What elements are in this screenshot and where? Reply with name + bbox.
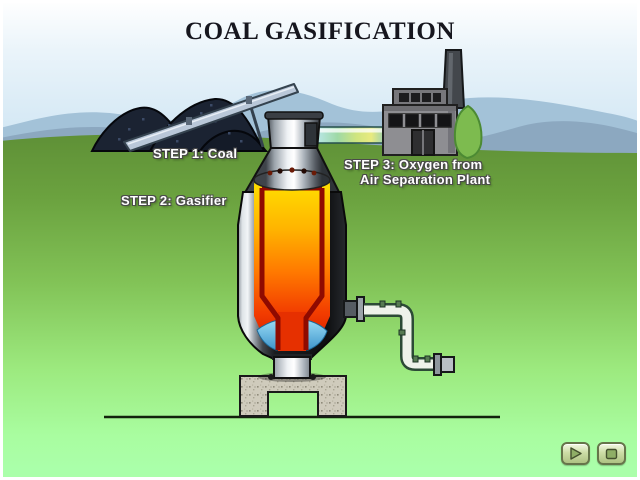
- coal-feed-dome: [253, 167, 331, 191]
- stop-button[interactable]: [597, 442, 626, 465]
- stop-icon: [605, 448, 618, 459]
- oxygen-pipe: [311, 126, 391, 144]
- label-step-3-line2: Air Separation Plant: [360, 172, 491, 187]
- syngas-outlet-pipe: [343, 296, 455, 376]
- label-step-2: STEP 2: Gasifier: [121, 193, 227, 208]
- play-button[interactable]: [561, 442, 590, 465]
- label-step-3: STEP 3: Oxygen from Air Separation Plant: [344, 157, 490, 187]
- play-icon: [569, 447, 582, 460]
- gasifier-fire-interior: [254, 174, 330, 351]
- playback-controls: [561, 442, 626, 465]
- gasifier-vessel: [237, 111, 347, 382]
- page-title: COAL GASIFICATION: [185, 18, 455, 45]
- tree: [453, 104, 483, 160]
- air-separation-plant: [382, 49, 483, 160]
- conveyor-belt: [123, 83, 299, 152]
- label-step-3-line1: STEP 3: Oxygen from: [344, 157, 483, 172]
- label-step-1: STEP 1: Coal: [153, 146, 238, 161]
- concrete-pedestal: [239, 375, 347, 417]
